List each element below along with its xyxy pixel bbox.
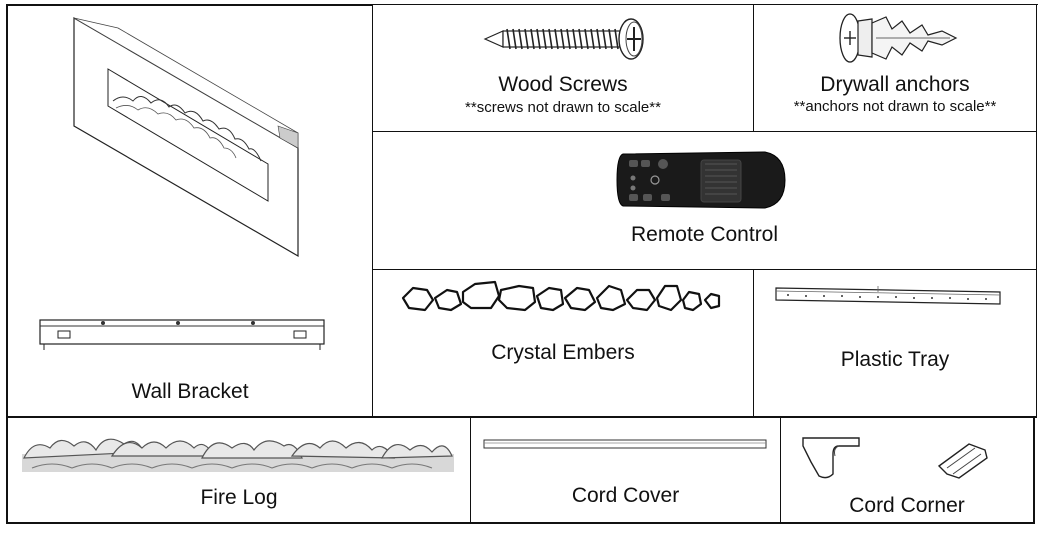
crystal-embers-icon	[401, 280, 721, 312]
grid-outer-right	[1036, 4, 1037, 418]
wood-screws-label: Wood Screws	[498, 73, 628, 96]
drywall-anchor-icon	[839, 13, 958, 63]
plastic-tray-label: Plastic Tray	[840, 348, 950, 371]
fire-log-cell: Fire Log	[8, 418, 470, 522]
grid-divider-row2	[372, 269, 1037, 270]
grid-outer-top-left	[6, 4, 373, 6]
wall-bracket-cell: Wall Bracket	[8, 6, 372, 416]
screw-icon	[483, 18, 644, 60]
wood-screws-note: **screws not drawn to scale**	[465, 99, 661, 116]
grid-divider-row1	[372, 131, 1037, 132]
remote-control-label: Remote Control	[630, 223, 779, 246]
remote-control-cell: Remote Control	[373, 132, 1036, 269]
grid-outer-left	[6, 4, 8, 524]
drywall-anchors-label: Drywall anchors	[820, 73, 970, 96]
grid-divider-cover-corner	[780, 417, 781, 523]
remote-control-icon	[616, 151, 786, 209]
fire-log-icon	[22, 438, 454, 472]
grid-divider-left-column	[372, 4, 373, 418]
grid-outer-bottom	[6, 522, 1035, 524]
plastic-tray-cell: Plastic Tray	[754, 270, 1036, 416]
grid-divider-row3	[6, 416, 1037, 418]
drywall-anchors-cell: Drywall anchors **anchors not drawn to s…	[754, 5, 1036, 131]
cord-corner-cell: Cord Corner	[781, 418, 1033, 522]
crystal-embers-cell: Crystal Embers	[373, 270, 753, 416]
grid-outer-right-bottom	[1033, 417, 1035, 524]
wall-bracket-label: Wall Bracket	[131, 380, 249, 403]
fireplace-drawing	[73, 16, 299, 258]
cord-corner-icon	[802, 437, 988, 479]
fire-log-label: Fire Log	[200, 486, 278, 509]
cord-corner-label: Cord Corner	[849, 494, 965, 517]
grid-outer-top-right	[373, 4, 1038, 5]
crystal-embers-label: Crystal Embers	[491, 341, 635, 364]
grid-divider-embers-tray	[753, 269, 754, 418]
cord-cover-label: Cord Cover	[571, 484, 680, 507]
grid-divider-log-cover	[470, 417, 471, 523]
grid-divider-screws-anchors	[753, 4, 754, 132]
drywall-anchors-note: **anchors not drawn to scale**	[793, 98, 997, 115]
wood-screws-cell: Wood Screws **screws not drawn to scale*…	[373, 5, 753, 131]
plastic-tray-icon	[775, 286, 1001, 305]
cord-cover-cell: Cord Cover	[471, 418, 780, 522]
cord-cover-icon	[483, 439, 767, 449]
wall-bracket-icon	[39, 319, 325, 350]
